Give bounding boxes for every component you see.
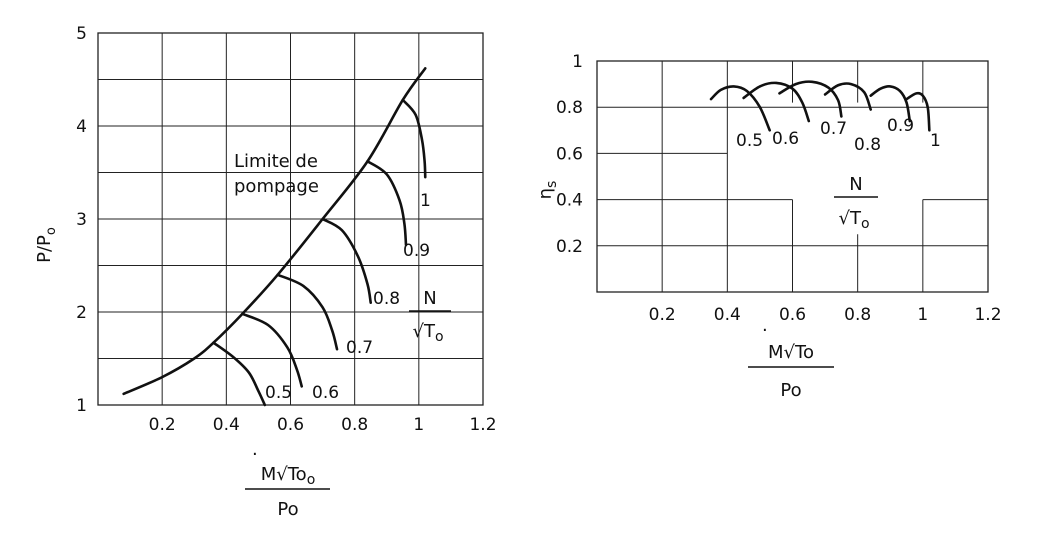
left-y-tick-label: 5	[76, 24, 87, 44]
left-grid	[97, 32, 484, 406]
right-x-tick-label: 1	[917, 305, 928, 325]
left-y-tick-label: 2	[76, 303, 87, 323]
right-efficiency-line-label: 0.5	[736, 131, 763, 151]
right-x-tick-label: 0.6	[779, 305, 806, 325]
surge-line-label-line2: pompage	[234, 176, 319, 197]
right-efficiency-line-label: 1	[930, 131, 941, 151]
right-x-tick-label: 0.2	[649, 305, 676, 325]
right-efficiency-line-0.7	[778, 80, 843, 118]
right-y-tick-label: 1	[572, 52, 583, 72]
right-efficiency-line-label: 0.8	[854, 135, 881, 155]
left-speed-line-label: 0.6	[312, 383, 339, 403]
right-speed-param-denominator: √To	[838, 208, 869, 232]
right-y-tick-label: 0.4	[556, 191, 583, 211]
left-x-tick-label: 0.2	[149, 415, 176, 435]
right-grid	[596, 60, 989, 293]
surge-line-label-line1: Limite de	[234, 151, 318, 172]
right-x-tick-label: 0.8	[844, 305, 871, 325]
left-x-axis-label-numerator: M√Too	[261, 464, 316, 488]
right-x-label-dot: ·	[762, 320, 768, 341]
right-efficiency-line-label: 0.7	[820, 119, 847, 139]
left-x-tick-label: 0.8	[341, 415, 368, 435]
left-speed-line-1	[401, 98, 427, 179]
right-efficiency-line-1	[905, 91, 931, 132]
right-x-tick-label: 0.4	[714, 305, 741, 325]
right-y-tick-label: 0.2	[556, 237, 583, 257]
right-efficiency-line-0.9	[869, 85, 912, 123]
left-x-tick-label: 0.6	[277, 415, 304, 435]
left-y-tick-label: 4	[76, 117, 87, 137]
left-x-tick-label: 1	[413, 415, 424, 435]
right-x-axis-label-numerator: M√To	[768, 342, 814, 363]
right-tick-labels: 0.2 0.4 0.6 0.8 1 1.2 0.2 0.4 0.6 0.8 1	[556, 52, 1002, 325]
left-x-tick-label: 0.4	[213, 415, 240, 435]
left-speed-line-0.9	[366, 160, 408, 247]
left-y-axis-label: P/Po	[34, 227, 59, 263]
right-efficiency-line-0.5	[709, 85, 771, 132]
right-efficiency-line-0.8	[823, 82, 872, 111]
left-speed-line-label: 0.8	[373, 289, 400, 309]
left-speed-line-0.5	[212, 341, 267, 407]
right-x-tick-label: 1.2	[974, 305, 1001, 325]
right-speed-param-numerator: N	[849, 174, 862, 195]
right-efficiency-line-label: 0.6	[772, 129, 799, 149]
left-speed-param-numerator: N	[423, 288, 436, 309]
left-speed-line-label: 0.5	[265, 383, 292, 403]
right-x-axis-label-denominator: Po	[780, 380, 801, 401]
surge-line	[122, 67, 427, 396]
left-speed-line-0.8	[321, 217, 373, 304]
right-efficiency-line-label: 0.9	[887, 116, 914, 136]
left-x-axis-label-denominator: Po	[277, 499, 298, 520]
right-efficiency-line-0.6	[742, 81, 811, 123]
left-x-label-dot: ·	[252, 444, 258, 465]
left-speed-line-label: 0.9	[403, 241, 430, 261]
left-speed-line-label: 0.7	[346, 338, 373, 358]
left-y-tick-label: 3	[76, 210, 87, 230]
right-curves: 0.5 0.6 0.7 0.8 0.9 1	[709, 80, 941, 155]
left-y-tick-label: 1	[76, 396, 87, 416]
left-x-tick-label: 1.2	[469, 415, 496, 435]
left-speed-line-label: 1	[420, 191, 431, 211]
left-speed-line-0.7	[276, 273, 339, 351]
left-curves: 0.5 0.6 0.7 0.8 0.9 1	[122, 67, 431, 407]
left-speed-line-0.6	[241, 312, 304, 388]
right-y-tick-label: 0.6	[556, 144, 583, 164]
right-y-tick-label: 0.8	[556, 98, 583, 118]
right-y-axis-label: ηs	[535, 181, 560, 200]
left-speed-param-denominator: √To	[412, 321, 443, 345]
